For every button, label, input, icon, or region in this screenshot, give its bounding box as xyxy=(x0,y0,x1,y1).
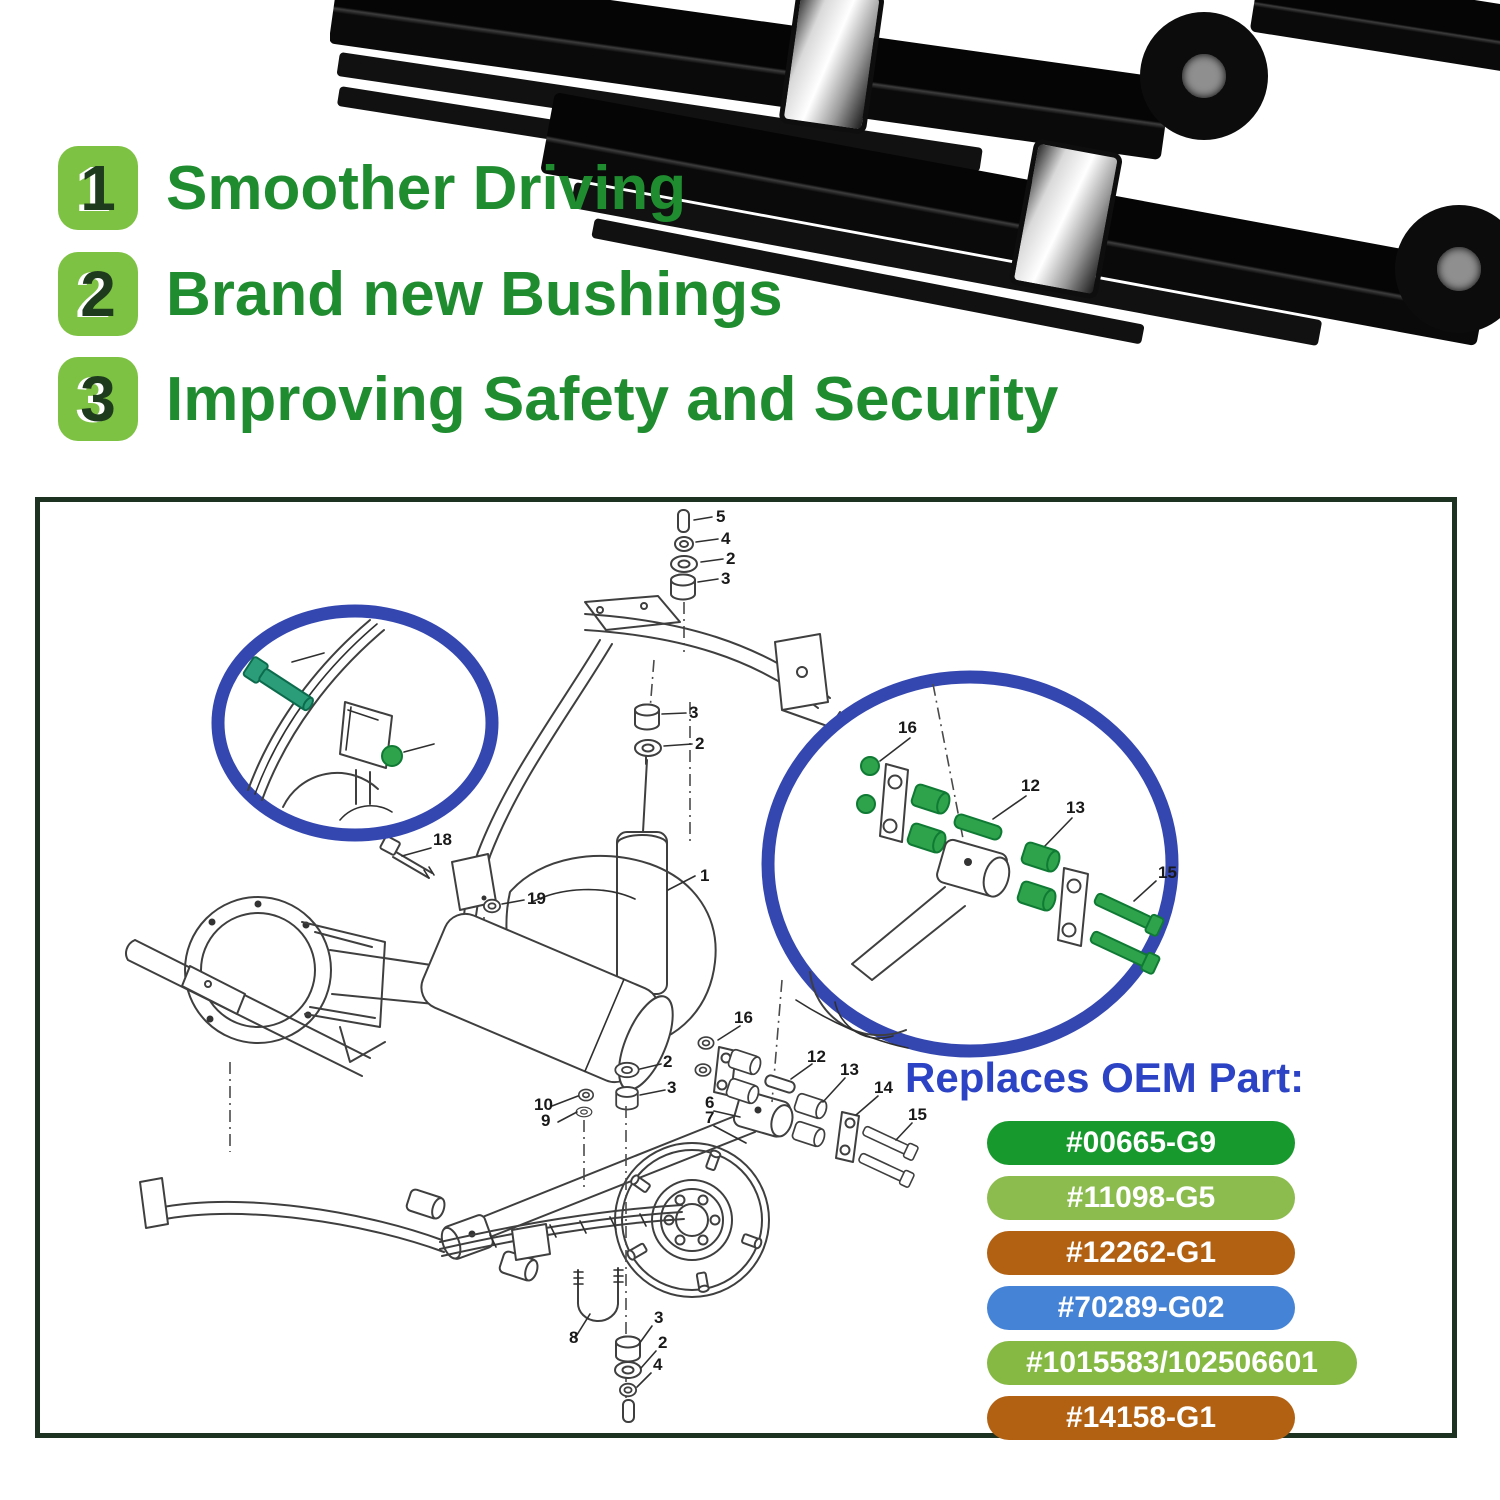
svg-text:8: 8 xyxy=(569,1328,578,1347)
oem-badge: #70289-G02 xyxy=(987,1286,1295,1330)
svg-text:2: 2 xyxy=(726,549,735,568)
svg-text:13: 13 xyxy=(1066,798,1085,817)
svg-text:5: 5 xyxy=(716,507,725,526)
feature-label: Brand new Bushings xyxy=(166,259,783,329)
feature-label: Improving Safety and Security xyxy=(166,364,1059,434)
feature-row-2: 2 Brand new Bushings xyxy=(58,252,783,336)
feature-row-3: 3 Improving Safety and Security xyxy=(58,357,1058,441)
highlighted-nut-19 xyxy=(381,745,403,767)
svg-text:9: 9 xyxy=(541,1111,550,1130)
svg-text:3: 3 xyxy=(654,1308,663,1327)
svg-text:15: 15 xyxy=(1158,863,1177,882)
svg-text:10: 10 xyxy=(534,1095,553,1114)
svg-text:18: 18 xyxy=(433,830,452,849)
oem-heading: Replaces OEM Part: xyxy=(905,1054,1305,1101)
oem-badge: #00665-G9 xyxy=(987,1121,1295,1165)
oem-badge: #14158-G1 xyxy=(987,1396,1295,1440)
svg-text:6: 6 xyxy=(705,1093,714,1112)
feature-number-badge: 1 xyxy=(58,146,138,230)
svg-text:19: 19 xyxy=(527,889,546,908)
oem-badge: #11098-G5 xyxy=(987,1176,1295,1220)
oem-badge-list: #00665-G9 #11098-G5 #12262-G1 #70289-G02… xyxy=(987,1121,1357,1451)
leaf-spring-photo xyxy=(330,0,1500,358)
svg-text:12: 12 xyxy=(1021,776,1040,795)
svg-text:4: 4 xyxy=(721,529,731,548)
feature-label: Smoother Driving xyxy=(166,153,687,223)
main-assembly-art xyxy=(125,509,920,1423)
svg-text:14: 14 xyxy=(874,1078,893,1097)
svg-text:3: 3 xyxy=(689,703,698,722)
svg-text:2: 2 xyxy=(663,1052,672,1071)
feature-number-badge: 2 xyxy=(58,252,138,336)
svg-text:16: 16 xyxy=(734,1008,753,1027)
svg-text:15: 15 xyxy=(908,1105,927,1124)
oem-badge: #12262-G1 xyxy=(987,1231,1295,1275)
oem-badge: #1015583/102506601 xyxy=(987,1341,1357,1385)
svg-text:16: 16 xyxy=(898,718,917,737)
svg-text:3: 3 xyxy=(721,569,730,588)
feature-row-1: 1 Smoother Driving xyxy=(58,146,686,230)
svg-text:12: 12 xyxy=(807,1047,826,1066)
svg-text:2: 2 xyxy=(695,734,704,753)
svg-text:2: 2 xyxy=(658,1333,667,1352)
highlighted-bolt-18 xyxy=(242,656,314,712)
svg-text:3: 3 xyxy=(667,1078,676,1097)
left-zoom-callout xyxy=(211,604,499,842)
svg-text:1: 1 xyxy=(700,866,709,885)
spring-eye-upper xyxy=(1140,12,1268,140)
leaf-spring-corner-piece xyxy=(1249,0,1500,79)
svg-text:4: 4 xyxy=(653,1355,663,1374)
leader-lines xyxy=(401,516,913,1388)
svg-text:13: 13 xyxy=(840,1060,859,1079)
feature-number-badge: 3 xyxy=(58,357,138,441)
right-zoom-callout xyxy=(761,670,1179,1058)
svg-text:7: 7 xyxy=(705,1108,714,1127)
